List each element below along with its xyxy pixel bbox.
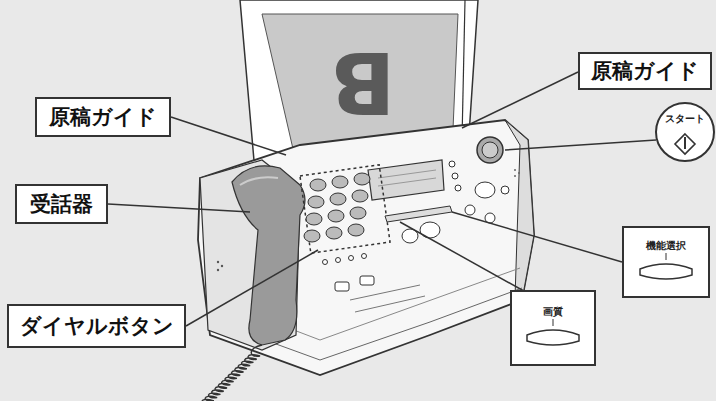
label-text: 受話器 [30,190,93,218]
button-callout: 画質 [510,290,596,366]
label-text: 原稿ガイド [49,103,157,131]
part-label: ダイヤルボタン [7,304,186,348]
button-callout: 機能選択 [622,226,710,298]
part-label: 受話器 [15,184,108,224]
label-text: ダイヤルボタン [20,312,174,340]
paper-letter: B [330,40,396,126]
start-button-icon [654,100,716,164]
button-text: スタート [665,112,705,126]
button-text: 画質 [543,305,563,319]
button-text: 機能選択 [646,239,686,253]
part-label: 原稿ガイド [35,97,171,137]
button-icon [634,253,698,285]
label-text: 原稿ガイド [591,57,699,85]
button-icon [521,319,585,351]
part-label: 原稿ガイド [578,52,712,90]
button-callout: スタート [654,100,716,164]
